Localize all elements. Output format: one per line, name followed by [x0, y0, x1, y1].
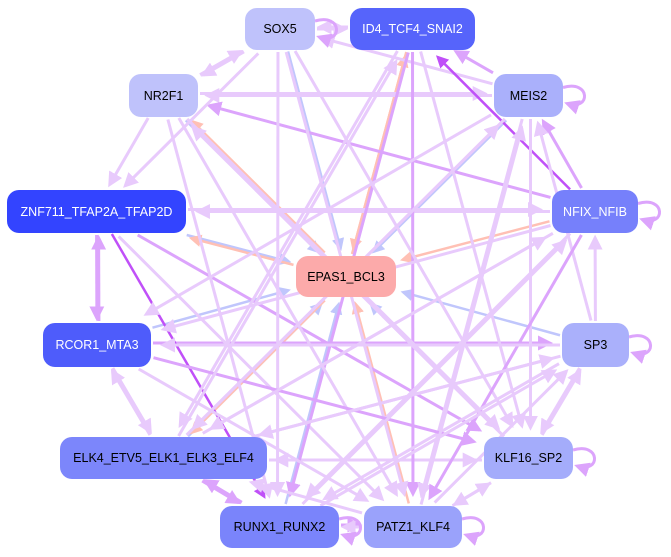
edge-rcor1-to-klf16 [153, 356, 477, 446]
edge-znf711-to-klf16 [136, 233, 483, 432]
edge-epas1-to-elk4 [189, 299, 326, 435]
edge-nr2f1-to-sox5 [199, 49, 244, 76]
edge-elk4-to-runx1 [201, 479, 242, 505]
node-label: ZNF711_TFAP2A_TFAP2D [20, 204, 173, 219]
node-label: MEIS2 [509, 88, 548, 103]
edge-id4-to-klf16 [419, 51, 526, 429]
edge-sox5-to-klf16 [293, 50, 514, 429]
edge-rcor1-to-elk4 [111, 367, 152, 435]
node-label: SP3 [583, 338, 608, 352]
edge-runx1-to-nfix [301, 239, 568, 506]
node-sox5[interactable]: SOX5 [245, 8, 315, 50]
node-nr2f1[interactable]: NR2F1 [129, 74, 198, 117]
edge-id4-to-elk4 [178, 50, 399, 429]
edge-nfix-to-runx1 [305, 232, 572, 499]
node-meis2[interactable]: MEIS2 [494, 74, 563, 117]
node-label: SOX5 [263, 22, 297, 36]
edge-patz1-to-sp3 [433, 369, 569, 504]
self-loop-sox5 [314, 18, 338, 48]
self-loop-nfix [637, 200, 661, 231]
edge-elk4-to-id4 [177, 58, 398, 437]
node-label: RUNX1_RUNX2 [233, 520, 326, 534]
self-loop-klf16 [572, 447, 596, 477]
edge-klf16-to-patz1 [452, 481, 492, 506]
edge-runx1-to-elk4 [202, 479, 243, 504]
edge-meis2-to-id4 [453, 50, 494, 75]
edge-nfix-to-meis2 [541, 118, 583, 189]
edge-runx1-to-epas1 [284, 301, 343, 505]
edge-meis2-to-epas1 [371, 119, 508, 254]
node-rcor1[interactable]: RCOR1_MTA3 [43, 323, 151, 367]
node-klf16[interactable]: KLF16_SP2 [484, 437, 573, 479]
node-epas1[interactable]: EPAS1_BCL3 [296, 256, 396, 297]
edge-nr2f1-to-patz1 [177, 117, 398, 497]
self-loop-runx1 [338, 516, 362, 546]
node-runx1[interactable]: RUNX1_RUNX2 [220, 506, 339, 548]
node-elk4[interactable]: ELK4_ETV5_ELK1_ELK3_ELF4 [60, 437, 267, 479]
node-label: RCOR1_MTA3 [55, 338, 139, 352]
edge-nfix-to-patz1 [428, 234, 583, 501]
edge-sp3-to-klf16 [540, 367, 581, 435]
edge-nfix-to-epas1 [400, 220, 550, 264]
node-znf711[interactable]: ZNF711_TFAP2A_TFAP2D [7, 190, 186, 233]
node-label: KLF16_SP2 [494, 451, 563, 465]
node-id4[interactable]: ID4_TCF4_SNAI2 [350, 8, 475, 50]
edge-elk4-to-nfix [202, 236, 547, 435]
node-label: NR2F1 [143, 88, 184, 103]
edge-nr2f1-to-znf711 [108, 117, 150, 188]
edge-patz1-to-meis2 [419, 125, 526, 505]
edge-sp3-to-epas1 [400, 288, 561, 337]
edge-sox5-to-znf711 [123, 52, 260, 188]
node-nfix[interactable]: NFIX_NFIB [552, 190, 638, 233]
node-label: NFIX_NFIB [563, 204, 627, 219]
edge-klf16-to-sp3 [540, 368, 582, 436]
node-label: EPAS1_BCL3 [307, 269, 385, 284]
edge-meis2-to-rcor1 [143, 113, 492, 316]
edge-sox5-to-epas1 [286, 51, 345, 251]
edge-nfix-to-id4 [435, 55, 571, 191]
node-label: ID4_TCF4_SNAI2 [362, 22, 463, 36]
edge-epas1-to-id4 [350, 54, 409, 255]
node-label: PATZ1_KLF4 [376, 520, 450, 534]
node-label: ELK4_ETV5_ELK1_ELK3_ELF4 [73, 451, 254, 465]
node-patz1[interactable]: PATZ1_KLF4 [364, 506, 462, 548]
self-loop-sp3 [628, 334, 652, 364]
edge-nfix-to-nr2f1 [206, 101, 551, 199]
edge-elk4-to-rcor1 [110, 368, 152, 436]
self-loop-meis2 [562, 84, 586, 115]
node-sp3[interactable]: SP3 [562, 323, 629, 367]
edge-patz1-to-elk4 [248, 478, 363, 515]
edge-znf711-to-epas1 [186, 233, 292, 266]
edge-elk4-to-sp3 [251, 354, 555, 439]
edge-rcor1-to-patz1 [137, 367, 370, 502]
self-loop-patz1 [461, 516, 485, 546]
edge-znf711-to-patz1 [117, 235, 385, 502]
edge-epas1-to-nr2f1 [190, 119, 326, 254]
